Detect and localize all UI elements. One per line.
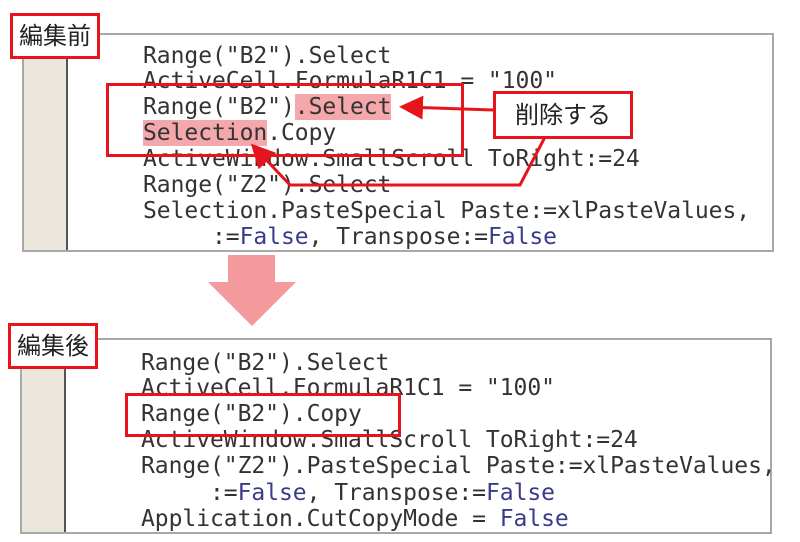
code-line: Range("B2").Select bbox=[143, 94, 391, 120]
code-line: :=False, Transpose:=False bbox=[141, 480, 555, 506]
arrow-to-selection bbox=[250, 136, 547, 187]
code-text: .Copy bbox=[267, 120, 337, 146]
code-line: Selection.Copy bbox=[143, 120, 336, 146]
code-line: ActiveWindow.SmallScroll ToRight:=24 bbox=[141, 427, 638, 453]
keyword: False bbox=[239, 224, 309, 250]
code-line: Range("B2").Select bbox=[143, 43, 392, 69]
code-line: :=False, Transpose:=False bbox=[143, 224, 557, 250]
code-line: Range("B2").Copy bbox=[141, 401, 362, 427]
code-line: Range("Z2").PasteSpecial Paste:=xlPasteV… bbox=[141, 453, 776, 479]
editor-gutter bbox=[22, 340, 66, 532]
highlighted-code: .Select bbox=[294, 94, 392, 120]
arrow-to-select bbox=[399, 95, 494, 120]
code-text: Range("B2") bbox=[143, 94, 295, 120]
highlighted-code: Selection bbox=[143, 120, 268, 146]
code-line: ActiveWindow.SmallScroll ToRight:=24 bbox=[143, 146, 640, 172]
code-text: , Transpose:= bbox=[306, 480, 486, 506]
edited-line-box bbox=[125, 393, 401, 437]
code-line: Range("B2").Select bbox=[141, 350, 390, 376]
code-line: ActiveCell.FormulaR1C1 = "100" bbox=[143, 68, 557, 94]
code-line: Selection.PasteSpecial Paste:=xlPasteVal… bbox=[143, 198, 751, 224]
down-arrow-icon bbox=[208, 255, 296, 326]
code-text: Application.CutCopyMode = bbox=[141, 506, 500, 532]
label-after: 編集後 bbox=[8, 323, 98, 369]
code-text: := bbox=[143, 224, 240, 250]
callout-delete: 削除する bbox=[493, 91, 633, 139]
delete-region-box bbox=[106, 83, 464, 157]
keyword: False bbox=[485, 480, 555, 506]
code-text: := bbox=[141, 480, 238, 506]
keyword: False bbox=[499, 506, 569, 532]
code-line: Application.CutCopyMode = False bbox=[141, 506, 569, 532]
label-before: 編集前 bbox=[10, 13, 100, 59]
keyword: False bbox=[487, 224, 557, 250]
editor-gutter bbox=[24, 35, 68, 250]
code-line: ActiveCell.FormulaR1C1 = "100" bbox=[141, 375, 555, 401]
keyword: False bbox=[237, 480, 307, 506]
code-text: , Transpose:= bbox=[308, 224, 488, 250]
